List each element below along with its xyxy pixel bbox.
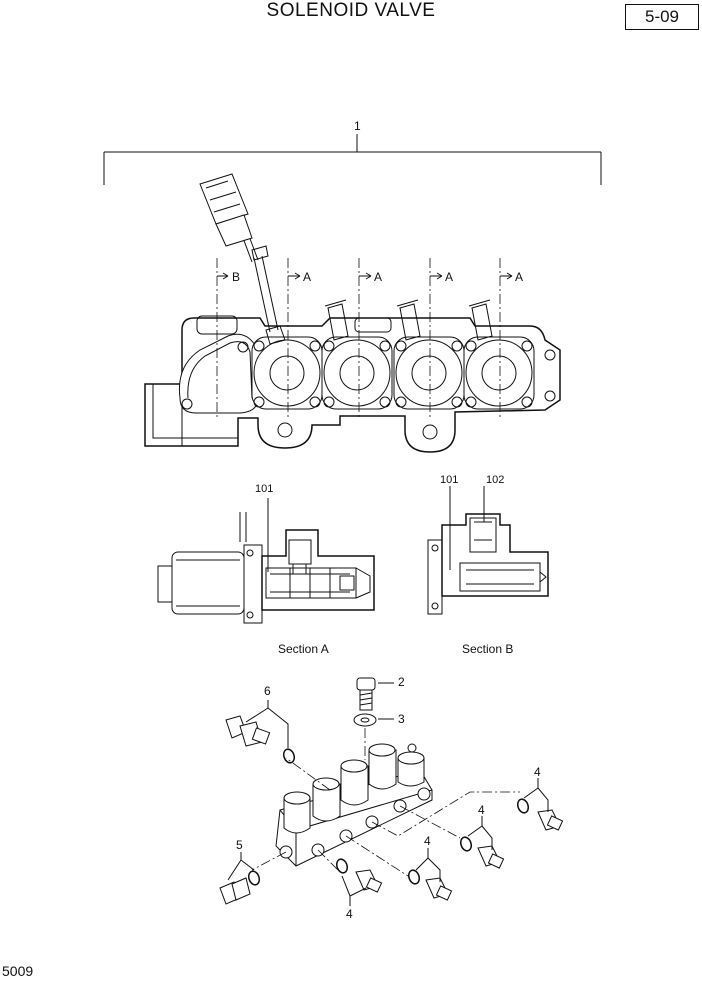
label-part-2: 2 xyxy=(398,675,405,689)
label-part-4-a: 4 xyxy=(534,765,541,779)
fitting-part-4-b xyxy=(459,816,505,869)
label-part-4-d: 4 xyxy=(346,907,353,921)
coil-unit-1 xyxy=(251,336,323,410)
bolt-part-2 xyxy=(356,677,394,711)
wire-harness xyxy=(199,173,286,345)
washer-part-3 xyxy=(353,713,394,760)
coil-unit-4 xyxy=(463,336,535,410)
fitting-part-4-a xyxy=(516,778,564,831)
label-part-3: 3 xyxy=(398,712,405,726)
solenoid-valve-body xyxy=(144,173,561,453)
label-part-4-c: 4 xyxy=(424,834,431,848)
section-lines xyxy=(216,258,513,420)
fitting-part-5 xyxy=(219,852,261,905)
label-part-1: 1 xyxy=(354,119,361,133)
label-part-5: 5 xyxy=(236,838,243,852)
section-marker-a-4: A xyxy=(515,270,523,284)
section-a-drawing xyxy=(157,498,375,624)
fitting-part-4-d xyxy=(335,858,383,906)
label-part-4-b: 4 xyxy=(478,803,485,817)
fitting-part-4-c xyxy=(407,848,453,901)
coil-unit-3 xyxy=(393,336,465,410)
fitting-part-6 xyxy=(225,700,296,764)
coil-unit-2 xyxy=(321,336,393,410)
section-marker-a-2: A xyxy=(374,270,382,284)
page-number-box: 5-09 xyxy=(625,4,699,30)
label-part-102: 102 xyxy=(486,474,504,486)
section-marker-a-1: A xyxy=(303,270,311,284)
label-part-101-section-b: 101 xyxy=(440,474,458,486)
assembly-bracket xyxy=(103,134,602,185)
section-b-caption: Section B xyxy=(462,642,513,656)
section-marker-a-3: A xyxy=(445,270,453,284)
label-part-6: 6 xyxy=(264,684,271,698)
exploded-valve-block xyxy=(275,743,433,867)
label-part-101-section-a: 101 xyxy=(255,483,273,495)
section-marker-b: B xyxy=(232,270,240,284)
assembly-leader-lines xyxy=(251,757,520,877)
section-a-caption: Section A xyxy=(278,642,329,656)
drawing-code: 5009 xyxy=(2,963,34,979)
page-title: SOLENOID VALVE xyxy=(266,0,436,21)
section-b-drawing xyxy=(427,486,549,615)
